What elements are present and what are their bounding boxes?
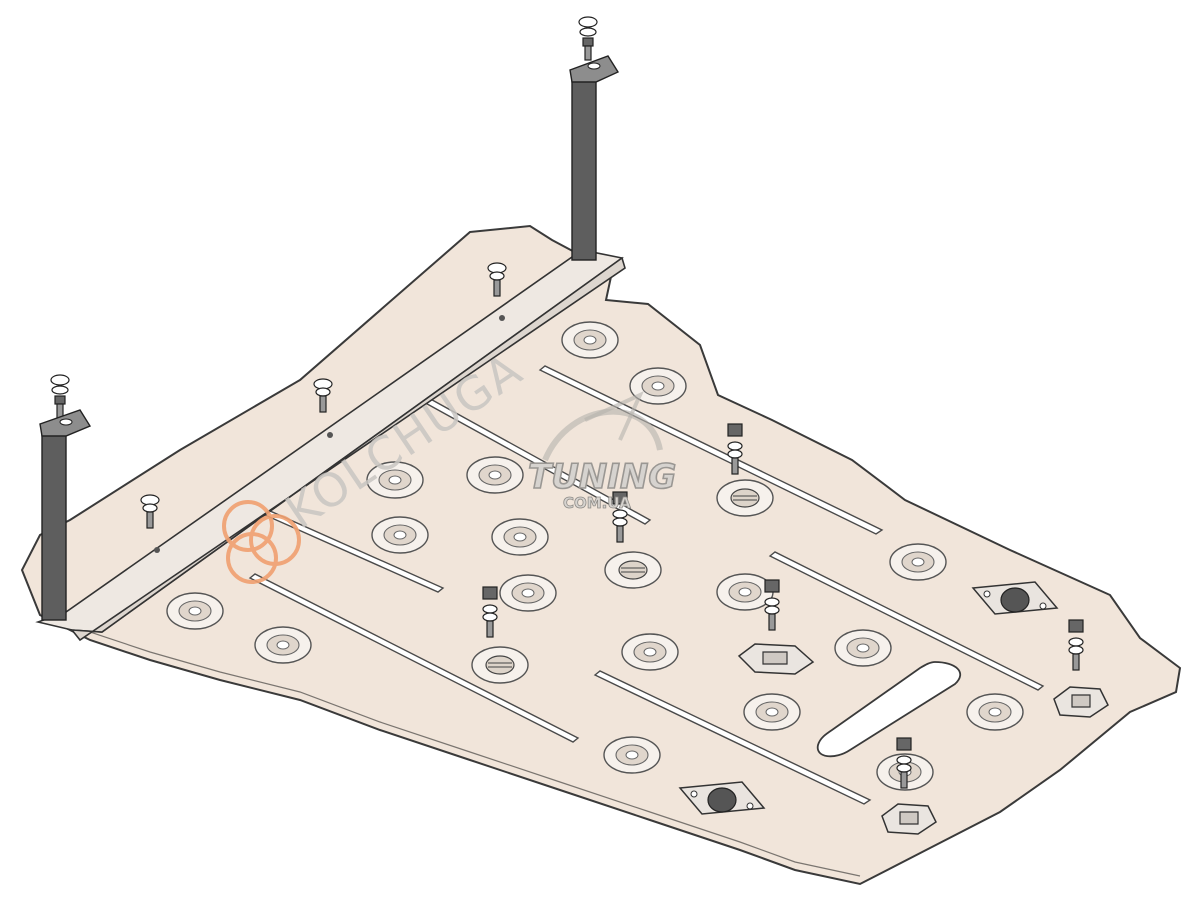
hole: [499, 574, 557, 612]
rib-4: [248, 573, 580, 743]
bolt-set: [578, 16, 598, 61]
rib-6: [593, 670, 872, 805]
rib-5: [768, 551, 1045, 691]
stamped-holes: [166, 321, 1024, 791]
bolt-set: [482, 586, 498, 638]
slotted-bosses: [471, 479, 774, 684]
hole: [716, 573, 774, 611]
u-bracket: [1053, 686, 1109, 718]
mounting-clips: [678, 581, 1059, 815]
rubber-mount-clip: [678, 781, 766, 815]
tuning-watermark: TUNING: [528, 457, 676, 497]
hole: [743, 693, 801, 731]
u-brackets: [737, 643, 1109, 835]
tuning-logo: TUNING COM.UA: [527, 391, 677, 512]
boss: [604, 551, 662, 589]
hole: [966, 693, 1024, 731]
bolt-set: [896, 737, 912, 789]
kolchuga-logo: [222, 500, 301, 584]
hole: [834, 629, 892, 667]
rib-1: [538, 365, 884, 535]
u-bracket: [737, 643, 815, 675]
hole: [366, 461, 424, 499]
right-bracket: [569, 55, 620, 261]
rubber-mount-clip: [971, 581, 1059, 615]
left-bracket: [39, 409, 92, 621]
stiffening-ribs: [248, 365, 1045, 805]
drain-slot: [816, 661, 962, 758]
bolt-set: [1068, 619, 1084, 671]
crossbar-face: [70, 256, 626, 642]
hole: [466, 456, 524, 494]
bolt-set: [612, 491, 628, 543]
bolt-sets: [50, 16, 1084, 789]
hole: [166, 592, 224, 630]
hole: [603, 736, 661, 774]
skid-plate-edge: [45, 607, 861, 877]
bolt-set: [764, 579, 780, 631]
bolt-set: [50, 374, 70, 419]
bolt-set: [727, 423, 743, 475]
tuning-domain-watermark: COM.UA: [563, 494, 631, 512]
u-bracket: [881, 803, 937, 835]
boss: [716, 479, 774, 517]
bolt-set: [487, 262, 507, 297]
bolt-set: [140, 494, 160, 529]
hole: [254, 626, 312, 664]
hole: [889, 543, 947, 581]
hole: [629, 367, 687, 405]
hole: [371, 516, 429, 554]
bolt-set: [313, 378, 333, 413]
hole: [621, 633, 679, 671]
hole: [561, 321, 619, 359]
boss: [471, 646, 529, 684]
hole: [491, 518, 549, 556]
